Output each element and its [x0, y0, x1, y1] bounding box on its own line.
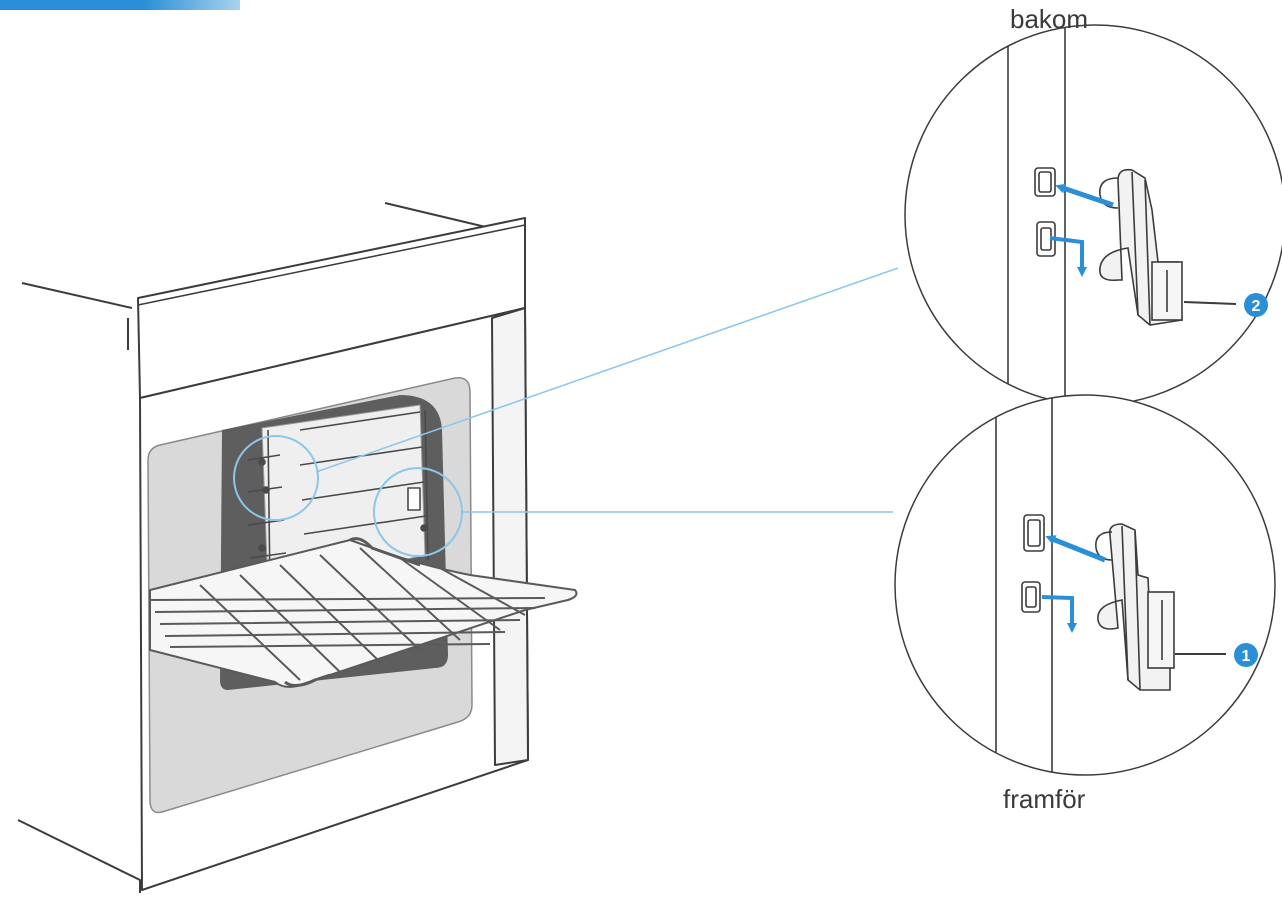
cabinet-bottom-line [17, 819, 141, 893]
callout-2-badge [1244, 293, 1268, 317]
callout-1-badge [1234, 643, 1258, 667]
callout-1-number: 1 [1242, 648, 1251, 665]
wire-rack [149, 537, 578, 688]
oven-side-panel [491, 307, 529, 766]
rear-detail-leader-line [315, 267, 899, 473]
cabinet-side-top-line [21, 282, 133, 350]
rear-detail-zoom: 2 [904, 24, 1282, 406]
cabinet-top-back-line [384, 202, 491, 229]
front-insert-arrow [1045, 535, 1106, 563]
callout-2-number: 2 [1252, 298, 1261, 315]
header-strip-decoration [0, 0, 240, 10]
front-detail-zoom: 1 [894, 394, 1276, 776]
left-detail-marker [233, 435, 319, 521]
oven-illustration [17, 202, 578, 893]
rear-hook-down-arrow [1049, 236, 1087, 277]
rear-label: bakom [1010, 4, 1089, 34]
front-label: framför [1003, 784, 1086, 814]
rear-insert-arrow [1055, 183, 1114, 208]
front-hook-down-arrow [1041, 595, 1077, 633]
